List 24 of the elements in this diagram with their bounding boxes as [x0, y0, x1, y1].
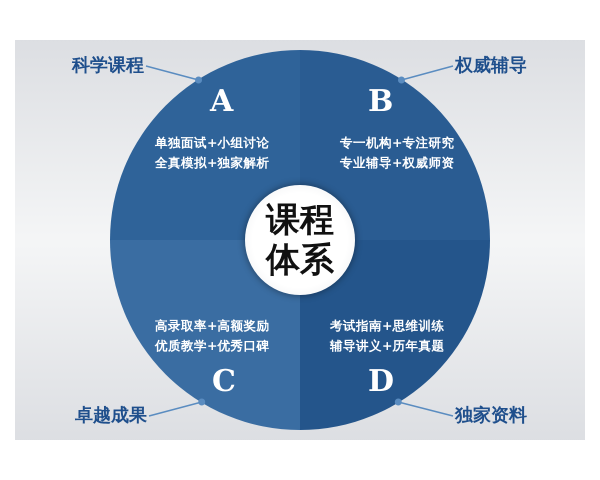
leader-line	[398, 65, 454, 84]
quadrant-letter: B	[368, 85, 394, 119]
quadrant-letter: D	[368, 365, 394, 399]
quadrant-text: 考试指南+思维训练	[330, 318, 444, 334]
quadrant-text: 单独面试+小组讨论	[155, 135, 270, 151]
center-title: 课程体系	[264, 200, 335, 280]
quadrant-piece	[300, 240, 490, 430]
quadrant-text: 优质教学+优秀口碑	[155, 338, 270, 354]
quadrant-text: 专业辅导+权威师资	[340, 155, 454, 171]
category-label: 科学课程	[72, 55, 144, 77]
leader-line	[394, 398, 454, 417]
quadrant-piece	[110, 240, 300, 430]
category-label: 权威辅导	[455, 55, 527, 77]
quadrant-text: 辅导讲义+历年真题	[330, 338, 444, 354]
quadrant-piece	[300, 50, 490, 240]
category-label: 独家资料	[455, 405, 527, 427]
category-label: 卓越成果	[75, 405, 147, 427]
quadrant-letter: C	[212, 365, 236, 399]
quadrant-letter: A	[210, 85, 234, 119]
quadrant-text: 全真模拟+独家解析	[155, 155, 270, 171]
quadrant-text: 专一机构+专注研究	[340, 135, 454, 151]
leader-line	[148, 398, 206, 417]
leader-line	[146, 65, 202, 84]
quadrant-text: 高录取率+高额奖励	[155, 318, 270, 334]
